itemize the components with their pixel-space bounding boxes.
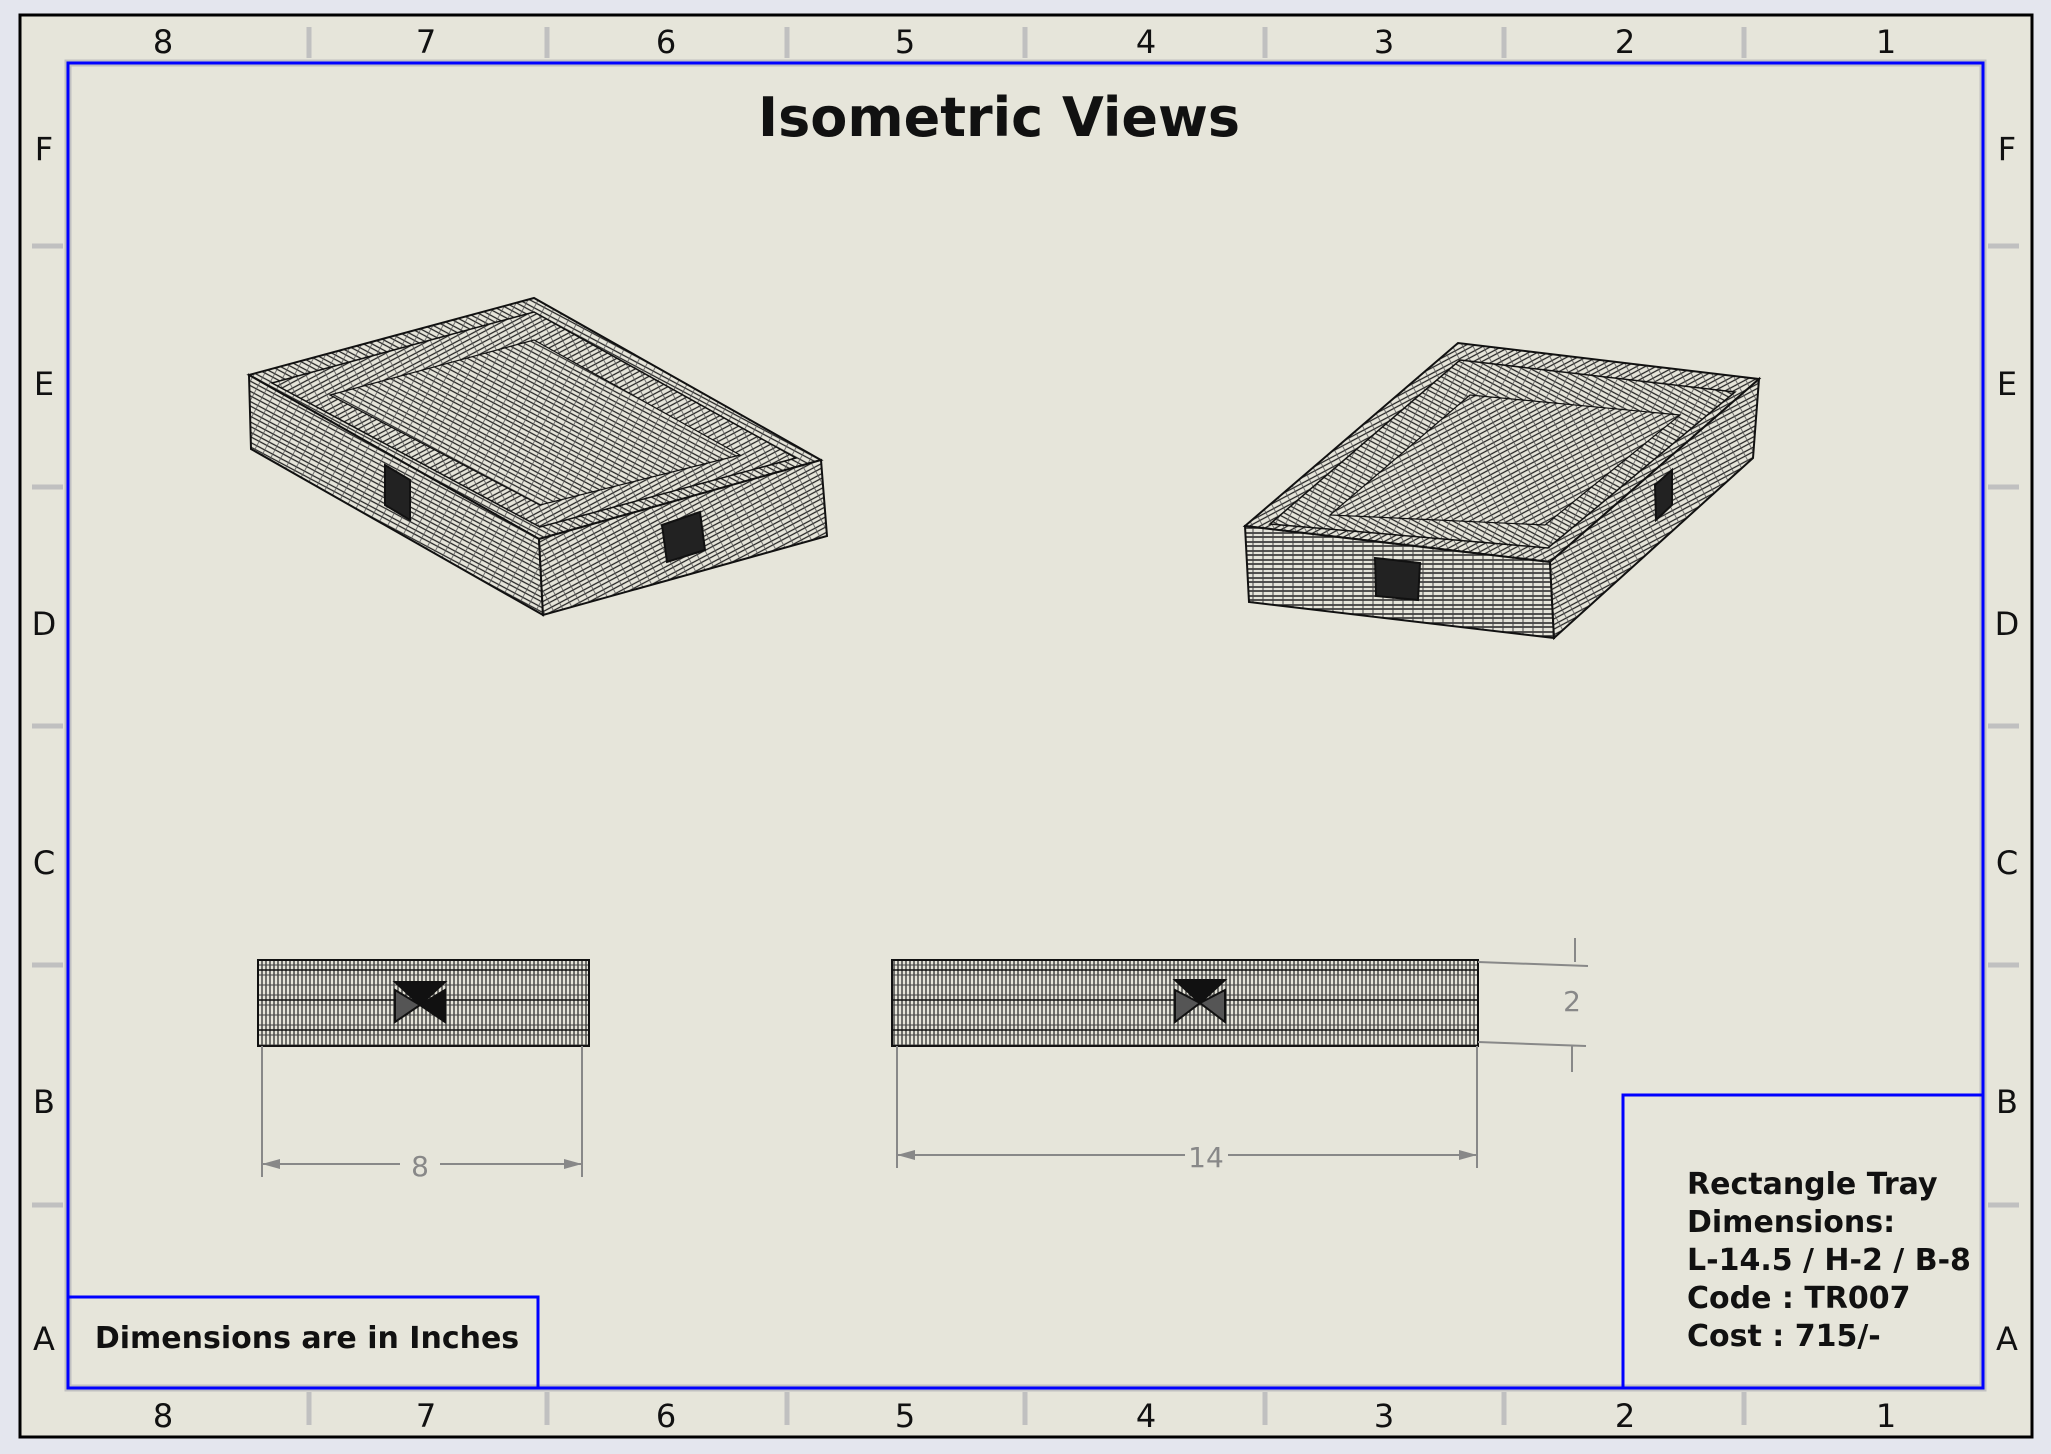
column-label: 1 bbox=[1876, 1397, 1896, 1435]
column-label: 2 bbox=[1615, 23, 1635, 61]
dimension-arrows bbox=[262, 1150, 1477, 1169]
column-labels-top: 8 7 6 5 4 3 2 1 bbox=[153, 23, 1896, 61]
column-labels-bottom: 8 7 6 5 4 3 2 1 bbox=[153, 1397, 1896, 1435]
row-label: B bbox=[33, 1083, 55, 1121]
column-label: 3 bbox=[1374, 1397, 1394, 1435]
handle-cutout bbox=[660, 510, 707, 564]
column-label: 4 bbox=[1136, 23, 1156, 61]
row-label: A bbox=[1996, 1320, 2018, 1358]
dimension-length: 14 bbox=[1188, 1141, 1224, 1174]
isometric-view-left bbox=[246, 296, 829, 617]
row-labels-left: F E D C B A bbox=[32, 130, 57, 1358]
title-block bbox=[1621, 1093, 1985, 1390]
column-label: 8 bbox=[153, 1397, 173, 1435]
column-label: 5 bbox=[895, 1397, 915, 1435]
dimensions-value: L-14.5 / H-2 / B-8 bbox=[1687, 1243, 1971, 1278]
units-note: Dimensions are in Inches bbox=[95, 1321, 519, 1356]
zone-ticks bbox=[32, 27, 2019, 1425]
sheet-title: Isometric Views bbox=[758, 86, 1240, 149]
dimension-height: 2 bbox=[1563, 985, 1581, 1018]
row-label: D bbox=[32, 605, 57, 643]
column-label: 2 bbox=[1615, 1397, 1635, 1435]
row-label: F bbox=[1998, 130, 2016, 168]
row-label: C bbox=[1996, 844, 2018, 882]
drawing-frame bbox=[66, 61, 1985, 1390]
column-label: 4 bbox=[1136, 1397, 1156, 1435]
handle-cutout bbox=[1373, 556, 1422, 602]
column-label: 1 bbox=[1876, 23, 1896, 61]
handle-cutout bbox=[384, 463, 411, 522]
side-view bbox=[257, 959, 590, 1047]
row-label: E bbox=[1997, 365, 2017, 403]
column-label: 3 bbox=[1374, 23, 1394, 61]
handle-cutout bbox=[1653, 467, 1673, 523]
row-label: C bbox=[33, 844, 55, 882]
column-label: 7 bbox=[416, 23, 436, 61]
column-label: 8 bbox=[153, 23, 173, 61]
sheet-border bbox=[18, 13, 2034, 1439]
product-cost: Cost : 715/- bbox=[1687, 1319, 1881, 1354]
dimension-lines bbox=[261, 938, 1589, 1177]
dimensions-label: Dimensions: bbox=[1687, 1205, 1895, 1240]
product-code: Code : TR007 bbox=[1687, 1281, 1911, 1316]
column-label: 7 bbox=[416, 1397, 436, 1435]
row-label: A bbox=[33, 1320, 55, 1358]
column-label: 6 bbox=[656, 23, 676, 61]
front-view bbox=[891, 959, 1479, 1047]
title-block-text: Rectangle Tray Dimensions: L-14.5 / H-2 … bbox=[1687, 1167, 1971, 1354]
isometric-view-right bbox=[1242, 341, 1762, 641]
row-label: D bbox=[1995, 605, 2020, 643]
product-name: Rectangle Tray bbox=[1687, 1167, 1938, 1202]
row-label: F bbox=[35, 130, 53, 168]
dimension-width: 8 bbox=[411, 1150, 429, 1183]
note-box bbox=[66, 1295, 540, 1390]
row-label: B bbox=[1996, 1083, 2018, 1121]
column-label: 5 bbox=[895, 23, 915, 61]
row-label: E bbox=[34, 365, 54, 403]
column-label: 6 bbox=[656, 1397, 676, 1435]
row-labels-right: F E D C B A bbox=[1995, 130, 2020, 1358]
